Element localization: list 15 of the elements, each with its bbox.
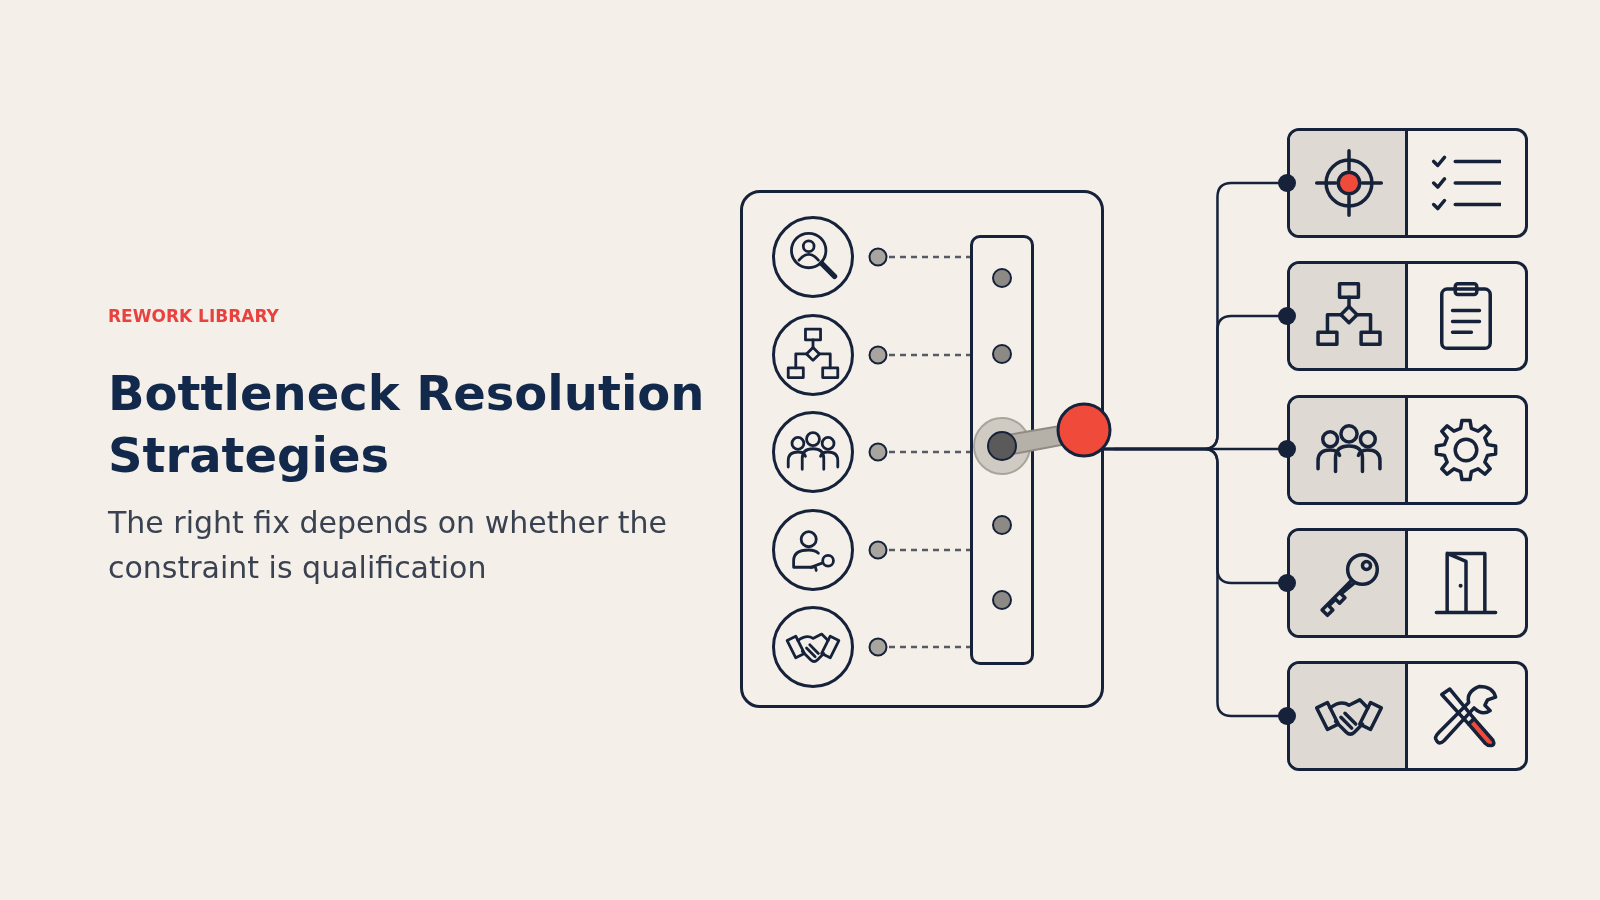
slider-track — [970, 235, 1034, 665]
strategy-card — [1287, 528, 1528, 638]
dashed-connector — [868, 637, 970, 657]
dashed-connector — [868, 442, 970, 462]
subtitle: The right fix depends on whether the constraint is qualification — [108, 504, 668, 587]
strategy-card — [1287, 395, 1528, 505]
dashed-connector — [868, 345, 970, 365]
dashed-connector — [868, 540, 970, 560]
kicker-text: REWORK LIBRARY — [108, 306, 279, 326]
dashed-connector — [868, 247, 970, 267]
connector-line — [1104, 447, 1296, 725]
strategy-card — [1287, 261, 1528, 371]
title: Bottleneck Resolution Strategies — [108, 364, 706, 485]
strategy-card — [1287, 661, 1528, 771]
strategy-card — [1287, 128, 1528, 238]
